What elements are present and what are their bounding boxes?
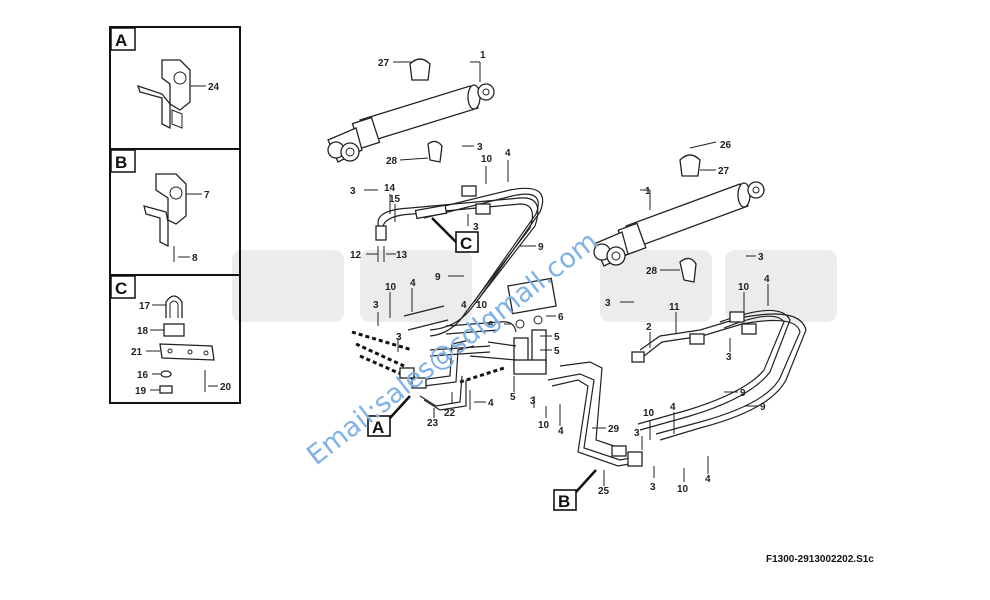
detail-box-a: A 24 [109, 26, 241, 150]
part-label-4-lower-b: 4 [670, 402, 676, 413]
part-label-3-lower-c: 3 [650, 482, 656, 493]
part-label-7: 7 [204, 190, 210, 201]
part-label-9-upper-left: 9 [538, 242, 544, 253]
part-label-12: 12 [350, 250, 362, 261]
part-label-27-right: 27 [718, 166, 730, 177]
part-label-29: 29 [608, 424, 620, 435]
part-label-8: 8 [192, 253, 198, 264]
part-label-4-lower-a: 4 [558, 426, 564, 437]
part-label-3-left-c: 3 [473, 222, 479, 233]
part-label-22: 22 [444, 408, 456, 419]
part-label-2: 2 [646, 322, 652, 333]
part-label-11: 11 [669, 302, 680, 313]
part-label-3-lower-a: 3 [530, 396, 536, 407]
detail-box-b: B 7 8 [109, 148, 241, 276]
part-label-20: 20 [220, 382, 232, 393]
part-label-5-center-c: 5 [510, 392, 516, 403]
part-label-5-center-b: 5 [554, 346, 560, 357]
part-label-5-center-a: 5 [554, 332, 560, 343]
part-label-3-center-b: 3 [396, 332, 402, 343]
part-label-10-right-a: 10 [738, 282, 750, 293]
part-label-4-top-left: 4 [505, 148, 511, 159]
part-label-10-lower-a: 10 [538, 420, 550, 431]
part-label-9-right-b: 9 [760, 402, 766, 413]
part-label-19: 19 [135, 386, 147, 397]
detail-box-b-letter: B [115, 153, 127, 172]
part-label-6-center-a: 6 [488, 320, 494, 331]
part-label-17: 17 [139, 301, 151, 312]
part-label-21: 21 [131, 347, 143, 358]
part-label-26: 26 [720, 140, 732, 151]
part-label-10-center-b: 10 [476, 300, 488, 311]
part-label-24: 24 [208, 82, 220, 93]
part-label-28-right: 28 [646, 266, 658, 277]
left-hose-assembly: 3 10 4 3 14 15 3 9 12 13 9 [350, 142, 544, 337]
part-label-28-left: 28 [386, 156, 398, 167]
part-label-10-lower-c: 10 [677, 484, 689, 495]
svg-text:B: B [558, 492, 570, 511]
part-label-18: 18 [137, 326, 149, 337]
svg-text:C: C [460, 234, 472, 253]
part-label-9-lower-left: 9 [435, 272, 441, 283]
part-label-23: 23 [427, 418, 439, 429]
callout-b: B [553, 469, 597, 511]
part-label-4-center-b: 4 [461, 300, 467, 311]
lower-tube-assembly: 3 10 4 29 10 4 3 3 10 4 25 [530, 361, 711, 497]
part-label-3-right-a: 3 [605, 298, 611, 309]
center-hoses: 3 3 10 4 4 10 6 6 5 5 5 4 22 23 [351, 278, 564, 429]
part-label-15: 15 [389, 194, 401, 205]
valve-block [507, 277, 557, 375]
part-label-3-lower-b: 3 [634, 428, 640, 439]
part-label-4-center-d: 4 [488, 398, 494, 409]
part-label-3-left-mid: 3 [350, 186, 356, 197]
part-label-4-center-a: 4 [410, 278, 416, 289]
part-label-3-top-left: 3 [477, 142, 483, 153]
callout-a: A [367, 395, 411, 437]
detail-box-c: C 17 18 21 16 19 20 [109, 274, 241, 404]
part-label-9-right-a: 9 [740, 388, 746, 399]
part-label-27-left: 27 [378, 58, 390, 69]
right-hose-assembly: 3 3 11 2 10 4 3 9 9 [605, 252, 807, 441]
left-lift-cylinder: 27 1 28 [327, 50, 495, 167]
part-label-4-right-a: 4 [764, 274, 770, 285]
part-label-10-center-a: 10 [385, 282, 397, 293]
right-lift-cylinder: 27 26 1 28 [593, 140, 765, 283]
part-label-1-right: 1 [645, 186, 651, 197]
part-label-4-lower-c: 4 [705, 474, 711, 485]
part-label-3-center-a: 3 [373, 300, 379, 311]
part-label-6-center-b: 6 [558, 312, 564, 323]
part-label-25: 25 [598, 486, 610, 497]
part-label-3-right-c: 3 [726, 352, 732, 363]
part-label-3-right-b: 3 [758, 252, 764, 263]
part-label-16: 16 [137, 370, 149, 381]
part-label-14: 14 [384, 183, 396, 194]
part-label-1-left: 1 [480, 50, 486, 61]
part-label-13: 13 [396, 250, 408, 261]
callout-c: C [431, 217, 479, 253]
part-label-10-lower-b: 10 [643, 408, 655, 419]
svg-text:A: A [372, 418, 384, 437]
detail-box-a-letter: A [115, 31, 127, 50]
part-label-10-top-left: 10 [481, 154, 493, 165]
detail-box-c-letter: C [115, 279, 127, 298]
drawing-reference: F1300-2913002202.S1c [766, 554, 874, 565]
